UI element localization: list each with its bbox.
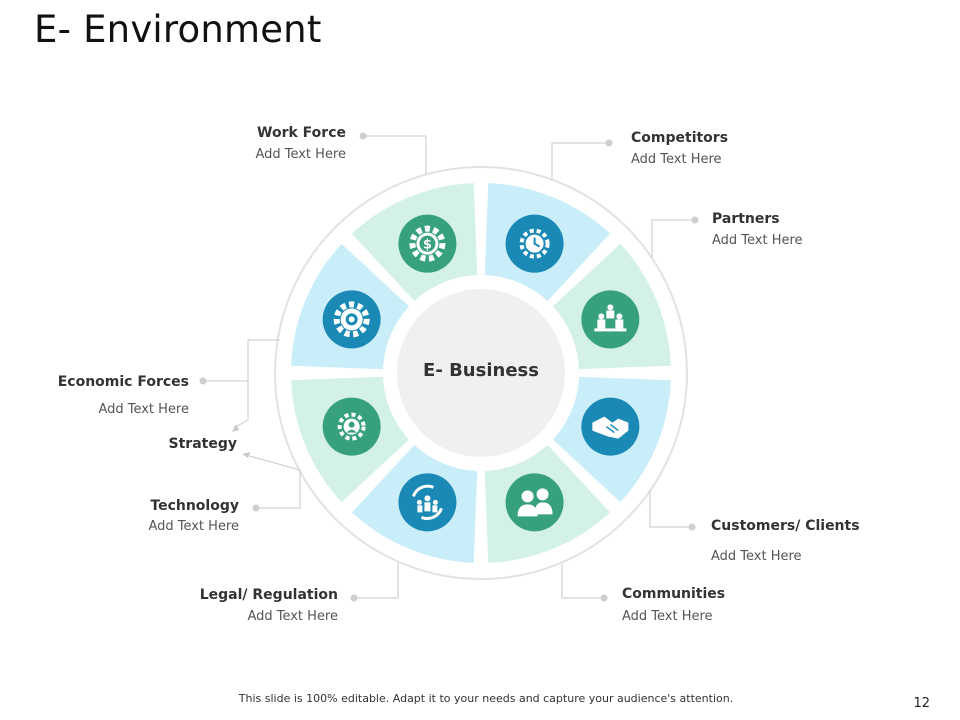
center-label: E- Business — [423, 360, 539, 381]
connector-legal — [354, 562, 399, 599]
slide-title: E- Environment — [34, 8, 322, 51]
clock-gear-icon — [505, 214, 564, 273]
connector-dot — [600, 594, 608, 602]
label-communities: Communities — [622, 586, 726, 602]
text-economic-forces: Add Text Here — [98, 402, 189, 417]
page-number: 12 — [913, 696, 930, 711]
icons-group: $ — [322, 214, 640, 532]
connector-dot — [252, 504, 260, 512]
dollar-gear-icon: $ — [398, 214, 457, 273]
label-competitors: Competitors — [631, 130, 729, 146]
label-strategy: Strategy — [168, 436, 237, 452]
connector-economic — [203, 339, 280, 382]
connector-dot — [605, 139, 613, 147]
connector-work-force — [363, 135, 427, 174]
text-partners: Add Text Here — [712, 233, 803, 248]
svg-text:$: $ — [423, 238, 432, 253]
text-legal-regulation: Add Text Here — [247, 609, 338, 624]
footer-note: This slide is 100% editable. Adapt it to… — [238, 692, 734, 705]
text-communities: Add Text Here — [622, 609, 713, 624]
chess-pawns-icon — [581, 290, 640, 349]
label-technology: Technology — [150, 498, 239, 514]
text-work-force: Add Text Here — [255, 147, 346, 162]
connector-dot — [350, 594, 358, 602]
handshake-icon — [581, 397, 640, 456]
connector-dot — [199, 377, 207, 385]
people-icon — [505, 473, 564, 532]
gear-person-icon — [322, 397, 381, 456]
label-legal-regulation: Legal/ Regulation — [199, 587, 338, 603]
connector-dot — [688, 523, 696, 531]
connector-strategy — [233, 381, 249, 429]
label-customers-clients: Customers/ Clients — [711, 518, 860, 534]
strategy-arrow-head — [232, 424, 239, 432]
hub-circle — [397, 289, 565, 457]
connector-competitors — [551, 142, 609, 180]
label-work-force: Work Force — [257, 125, 346, 141]
connector-customers — [649, 490, 692, 528]
connector-dot — [359, 132, 367, 140]
connector-technology — [245, 454, 301, 509]
connector-partners — [651, 219, 695, 258]
community-cycle-icon — [398, 473, 457, 532]
technology-arrow-head — [242, 452, 250, 458]
label-partners: Partners — [712, 211, 780, 227]
connector-communities — [561, 564, 604, 599]
text-customers-clients: Add Text Here — [711, 549, 802, 564]
connector-dot — [691, 216, 699, 224]
label-economic-forces: Economic Forces — [57, 374, 189, 390]
text-technology: Add Text Here — [148, 519, 239, 534]
gear-icon — [322, 290, 381, 349]
text-competitors: Add Text Here — [631, 152, 722, 167]
